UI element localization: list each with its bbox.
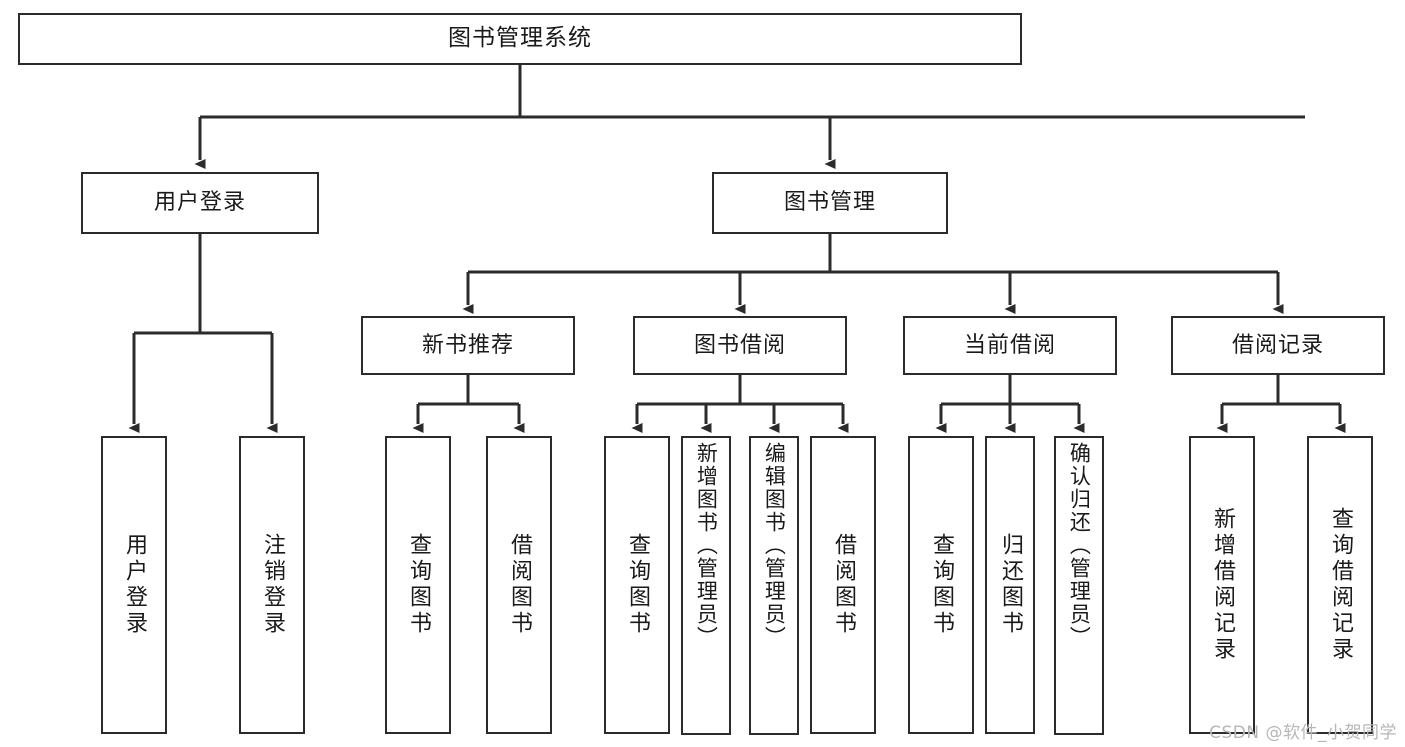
node-label: 用户登录 — [153, 190, 246, 216]
node-label: 查询图书 — [405, 533, 431, 637]
node-book-borrow[interactable]: 图书借阅 — [633, 316, 847, 375]
node-label: 查询图书 — [928, 533, 954, 637]
node-label: 新增图书（管理员） — [694, 442, 719, 649]
node-label: 查询借阅记录 — [1327, 507, 1353, 663]
node-label: 新增借阅记录 — [1209, 507, 1235, 663]
node-label: 当前借阅 — [963, 332, 1056, 358]
leaf-user-logout[interactable]: 注销登录 — [239, 436, 305, 734]
leaf-borrow-edit-book-admin[interactable]: 编辑图书（管理员） — [749, 436, 799, 735]
leaf-record-query-borrow-record[interactable]: 查询借阅记录 — [1307, 436, 1373, 734]
node-label: 编辑图书（管理员） — [762, 442, 787, 649]
node-label: 确认归还（管理员） — [1067, 442, 1092, 649]
node-new-book-recommend[interactable]: 新书推荐 — [361, 316, 575, 375]
leaf-current-query-book[interactable]: 查询图书 — [908, 436, 974, 734]
leaf-borrow-query-book[interactable]: 查询图书 — [604, 436, 670, 734]
node-current-borrow[interactable]: 当前借阅 — [903, 316, 1117, 375]
node-root-book-management-system[interactable]: 图书管理系统 — [18, 13, 1022, 65]
leaf-current-return-book[interactable]: 归还图书 — [985, 436, 1035, 734]
node-label: 用户登录 — [121, 533, 147, 637]
leaf-user-login[interactable]: 用户登录 — [101, 436, 167, 734]
leaf-current-confirm-return-admin[interactable]: 确认归还（管理员） — [1054, 436, 1104, 735]
node-label: 注销登录 — [259, 533, 285, 637]
node-label: 图书管理系统 — [448, 25, 592, 52]
leaf-recommend-borrow-book[interactable]: 借阅图书 — [486, 436, 552, 734]
node-label: 查询图书 — [624, 533, 650, 637]
leaf-recommend-query-book[interactable]: 查询图书 — [385, 436, 451, 734]
node-borrow-record[interactable]: 借阅记录 — [1171, 316, 1385, 375]
leaf-record-add-borrow-record[interactable]: 新增借阅记录 — [1189, 436, 1255, 734]
leaf-borrow-add-book-admin[interactable]: 新增图书（管理员） — [681, 436, 731, 735]
node-label: 借阅图书 — [830, 533, 856, 637]
node-label: 借阅记录 — [1231, 332, 1324, 358]
node-user-login[interactable]: 用户登录 — [81, 172, 319, 234]
node-label: 图书借阅 — [693, 332, 786, 358]
node-label: 借阅图书 — [506, 533, 532, 637]
leaf-borrow-borrow-book[interactable]: 借阅图书 — [810, 436, 876, 734]
node-book-management[interactable]: 图书管理 — [712, 172, 948, 234]
node-label: 图书管理 — [783, 190, 876, 216]
node-label: 归还图书 — [997, 533, 1023, 637]
watermark-text: CSDN @软件_小贺同学 — [1209, 723, 1397, 743]
node-label: 新书推荐 — [421, 332, 514, 358]
